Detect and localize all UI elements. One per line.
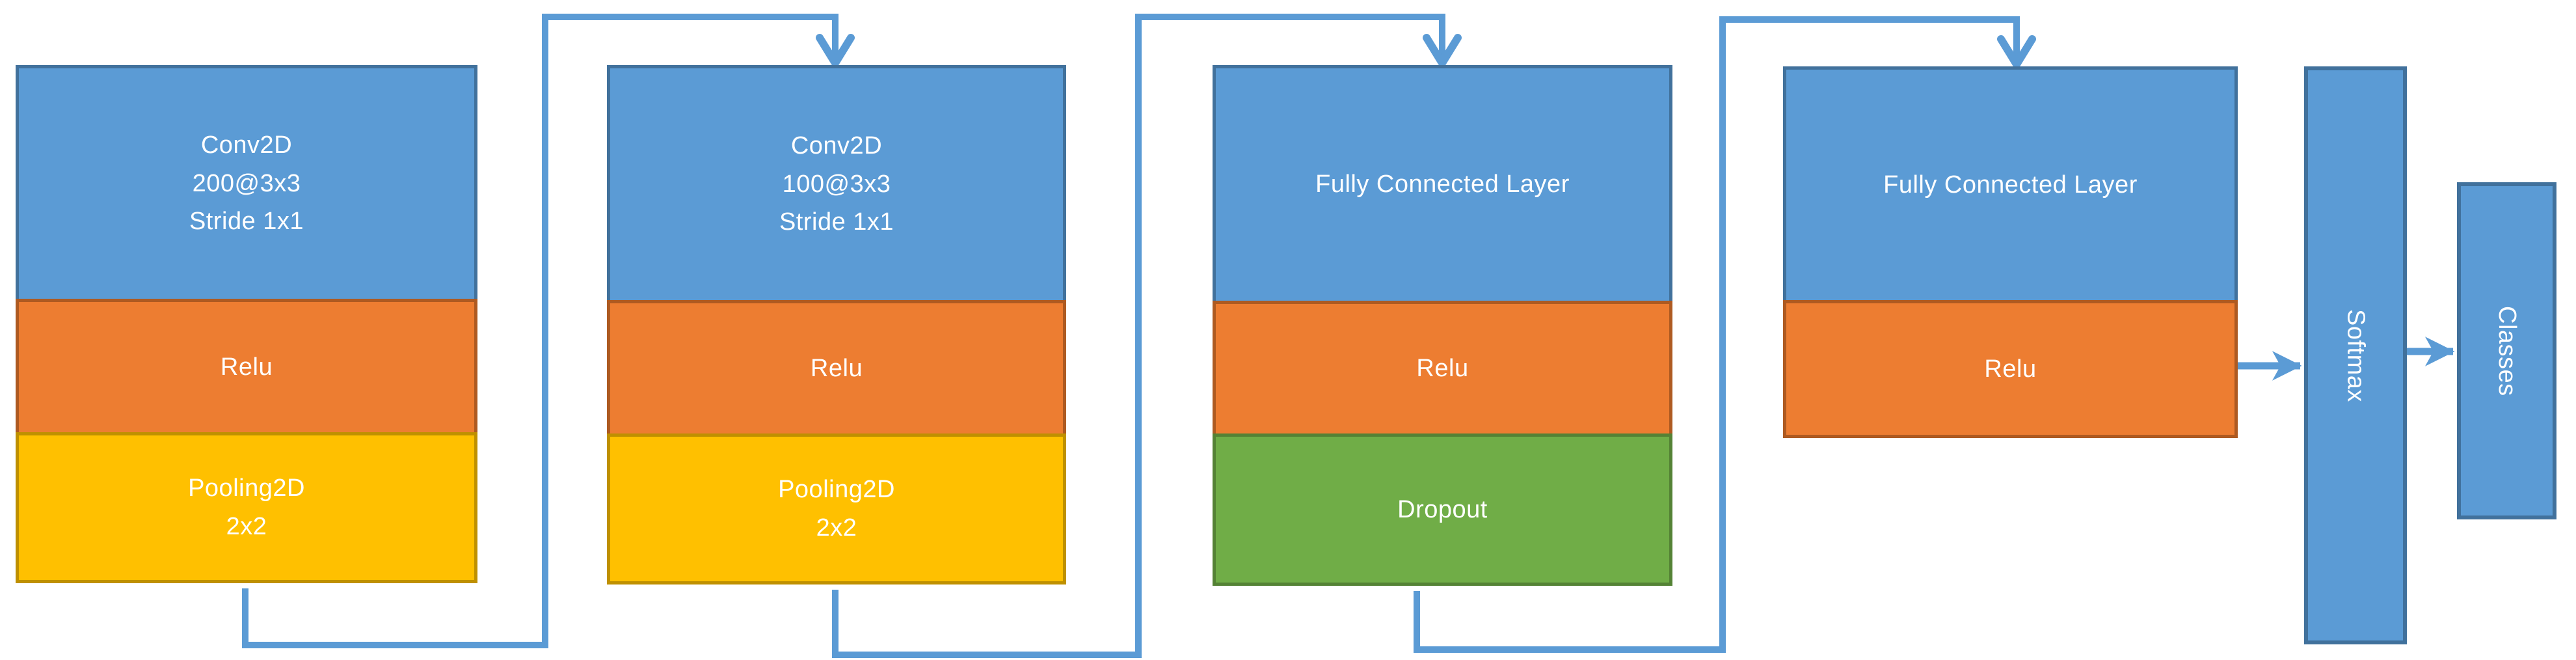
conv-block-1: Conv2D 200@3x3 Stride 1x1 Relu Pooling2D…: [16, 65, 477, 583]
fully-connected-layer-1-label: Fully Connected Layer: [1315, 171, 1570, 199]
softmax-label: Softmax: [2342, 309, 2370, 402]
classes-label: Classes: [2493, 305, 2521, 396]
relu-layer-2: Relu: [607, 300, 1066, 437]
relu-layer-1: Relu: [16, 299, 477, 435]
connector-block3-to-block4: [1414, 16, 2036, 653]
relu-layer-4: Relu: [1783, 300, 2238, 438]
conv2d-layer-2-label: Conv2D 100@3x3 Stride 1x1: [779, 131, 894, 236]
connector-block2-to-block3: [832, 14, 1462, 658]
pooling-layer-2-label: Pooling2D 2x2: [778, 476, 895, 542]
connector-block1-to-block2: [242, 14, 855, 648]
relu-layer-3-label: Relu: [1416, 355, 1469, 383]
fully-connected-layer-1: Fully Connected Layer: [1213, 65, 1672, 304]
conv2d-layer-2: Conv2D 100@3x3 Stride 1x1: [607, 65, 1066, 303]
conv2d-layer-1-label: Conv2D 200@3x3 Stride 1x1: [189, 131, 304, 236]
dropout-layer: Dropout: [1213, 433, 1672, 586]
relu-layer-3: Relu: [1213, 301, 1672, 437]
fully-connected-layer-2-label: Fully Connected Layer: [1883, 171, 2138, 199]
pooling-layer-2: Pooling2D 2x2: [607, 433, 1066, 584]
pooling-layer-1-label: Pooling2D 2x2: [188, 474, 305, 540]
fc-block-2: Fully Connected Layer Relu: [1783, 66, 2238, 438]
classes-block: Classes: [2457, 182, 2556, 519]
relu-layer-1-label: Relu: [220, 353, 273, 381]
fully-connected-layer-2: Fully Connected Layer: [1783, 66, 2238, 303]
softmax-block: Softmax: [2304, 66, 2407, 644]
conv-block-2: Conv2D 100@3x3 Stride 1x1 Relu Pooling2D…: [607, 65, 1066, 584]
conv2d-layer-1: Conv2D 200@3x3 Stride 1x1: [16, 65, 477, 302]
relu-layer-2-label: Relu: [810, 354, 863, 382]
dropout-layer-label: Dropout: [1397, 495, 1488, 523]
relu-layer-4-label: Relu: [1984, 355, 2037, 383]
fc-block-1: Fully Connected Layer Relu Dropout: [1213, 65, 1672, 586]
pooling-layer-1: Pooling2D 2x2: [16, 432, 477, 583]
